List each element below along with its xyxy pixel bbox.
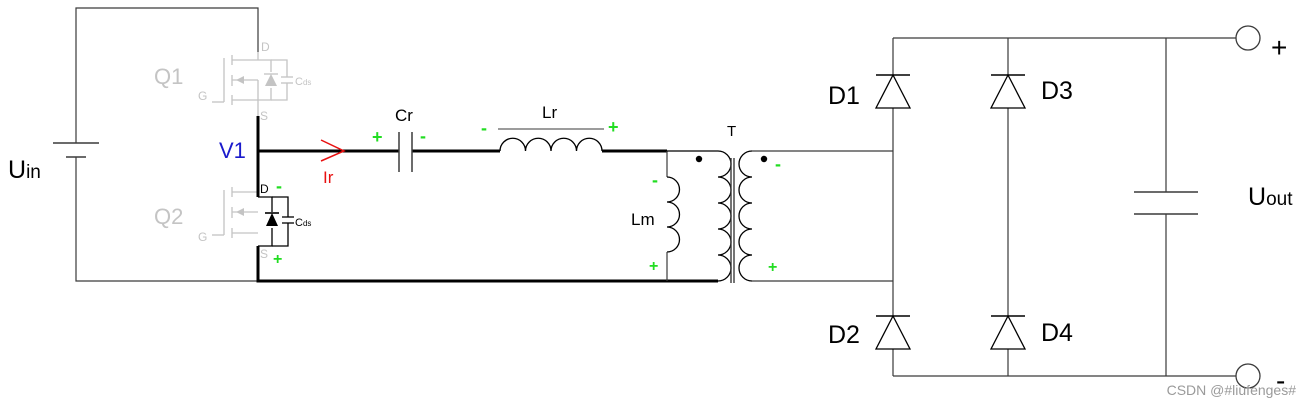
q2-cds-label: Cds [295,217,311,229]
q2-body-diode [258,196,279,247]
lm-inductor [666,151,681,281]
output-minus-label: - [1276,365,1285,396]
uin-label: Uin [8,156,41,184]
d2-label: D2 [828,321,860,349]
primary-current-path [256,116,718,283]
secondary-plus: + [768,259,777,276]
q2-mosfet [212,187,258,238]
q1-gate-label: G [198,89,207,103]
q1-cds-label: Cds [295,76,311,88]
output-terminal-positive [1235,25,1261,51]
secondary-dot-marker [760,155,768,163]
lr-plus: + [608,117,619,137]
v1-node-label: V1 [219,138,246,163]
d1-label: D1 [828,82,860,110]
q1-drain-label: D [261,40,270,54]
d4-label: D4 [1041,319,1073,347]
transformer-label: T [727,123,736,140]
transformer-secondary-winding [738,150,753,282]
secondary-wiring [752,150,893,282]
q1-label: Q1 [154,64,183,89]
output-terminal-negative [1235,363,1261,389]
input-dc-source [53,7,259,282]
ir-current-arrow [320,139,346,162]
lm-plus: + [649,258,658,275]
diode-d2 [874,314,912,350]
primary-dot-marker [695,155,703,163]
q1-mosfet [212,52,293,116]
q2-drain-polarity: - [276,176,282,196]
transformer-core [730,158,735,283]
q2-gate-label: G [198,230,207,244]
secondary-minus: - [775,154,781,174]
output-plus-label: + [1271,32,1287,63]
lr-label: Lr [542,103,557,122]
diode-d4 [989,314,1027,350]
q2-source-label: S [260,247,268,261]
watermark: CSDN @#liufenges# [1167,382,1297,398]
q1-source-label: S [260,109,268,123]
d3-label: D3 [1041,77,1073,105]
q2-cds-capacitor [272,196,294,247]
cr-label: Cr [395,106,413,125]
cr-plus: + [372,127,383,147]
ir-label: Ir [323,168,334,187]
lr-minus: - [481,118,487,138]
diode-d1 [874,73,912,109]
q2-label: Q2 [154,204,183,229]
lm-label: Lm [631,210,655,229]
lr-inductor [499,137,603,152]
cr-minus: - [420,126,426,146]
transformer-primary-winding [667,150,732,282]
q2-source-polarity: + [273,251,282,268]
q2-drain-label: D [260,182,269,196]
cr-capacitor [398,132,413,172]
output-capacitor [1134,38,1198,376]
uout-label: Uout [1248,183,1293,211]
lm-minus: - [652,170,658,190]
diode-d3 [989,73,1027,109]
